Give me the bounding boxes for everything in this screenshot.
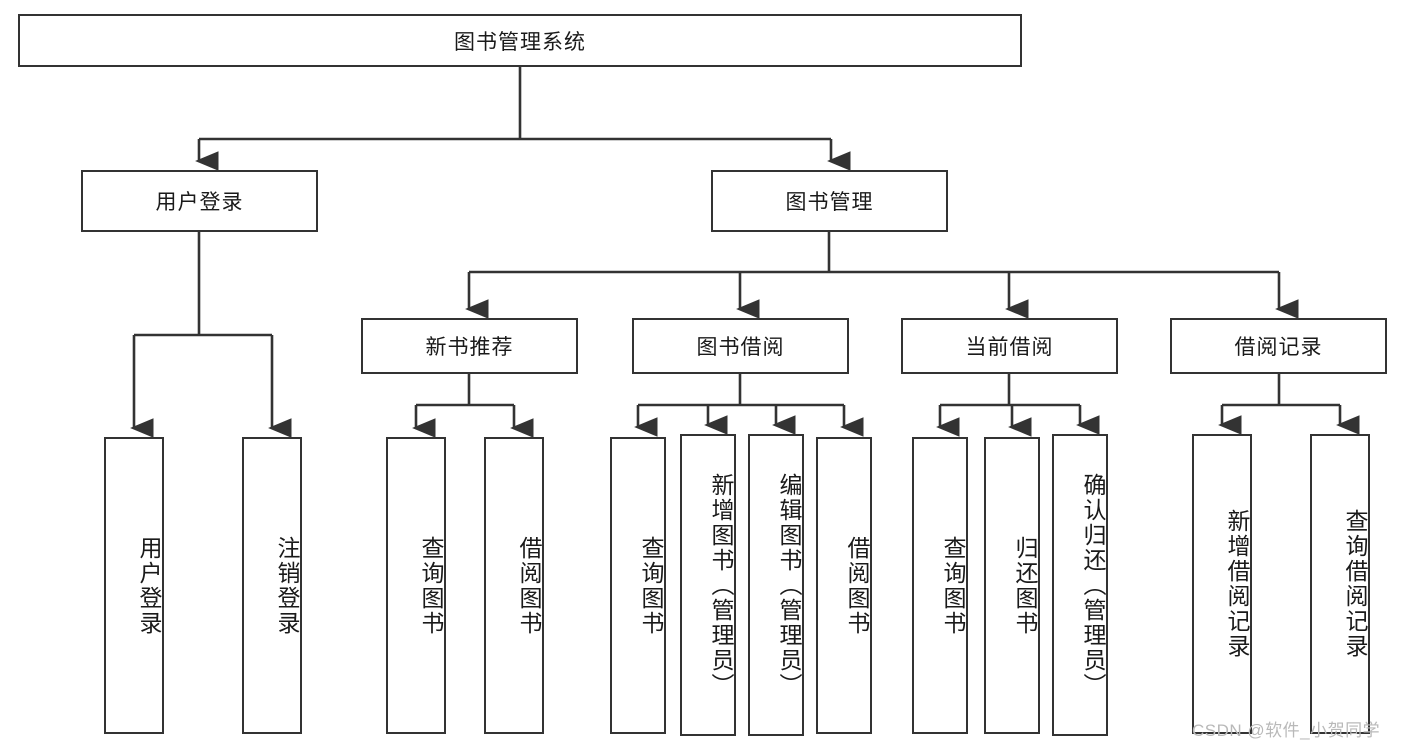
leaf-user-login-label: 用户登录: [136, 535, 162, 636]
leaf-borrow-book-label: 借阅图书: [844, 535, 870, 636]
leaf-user-login[interactable]: 用户登录: [104, 437, 164, 734]
leaf-borrow-book[interactable]: 借阅图书: [816, 437, 872, 734]
node-new-book-recommend[interactable]: 新书推荐: [361, 318, 578, 374]
leaf-query-book-current-label: 查询图书: [940, 535, 966, 636]
node-book-borrow-label: 图书借阅: [696, 336, 785, 359]
node-root-label: 图书管理系统: [454, 30, 586, 54]
leaf-query-book-newbook[interactable]: 查询图书: [386, 437, 446, 734]
leaf-confirm-return-admin-label: 确认归还（管理员）: [1080, 472, 1106, 698]
node-book-management-label: 图书管理: [785, 191, 874, 214]
node-borrow-record-label: 借阅记录: [1234, 336, 1323, 359]
node-book-borrow[interactable]: 图书借阅: [632, 318, 849, 374]
leaf-user-logout-label: 注销登录: [274, 535, 300, 636]
leaf-add-book-admin[interactable]: 新增图书（管理员）: [680, 434, 736, 736]
leaf-confirm-return-admin[interactable]: 确认归还（管理员）: [1052, 434, 1108, 736]
leaf-add-borrow-record-label: 新增借阅记录: [1224, 509, 1250, 659]
leaf-query-book-borrow[interactable]: 查询图书: [610, 437, 666, 734]
leaf-borrow-book-newbook-label: 借阅图书: [516, 535, 542, 636]
node-user-login[interactable]: 用户登录: [81, 170, 318, 232]
leaf-query-book-borrow-label: 查询图书: [638, 535, 664, 636]
csdn-watermark-text: CSDN @软件_小贺同学: [1192, 721, 1381, 740]
node-root[interactable]: 图书管理系统: [18, 14, 1022, 67]
leaf-query-book-newbook-label: 查询图书: [418, 535, 444, 636]
node-book-management[interactable]: 图书管理: [711, 170, 948, 232]
node-current-borrow-label: 当前借阅: [965, 336, 1054, 359]
leaf-user-logout[interactable]: 注销登录: [242, 437, 302, 734]
leaf-edit-book-admin[interactable]: 编辑图书（管理员）: [748, 434, 804, 736]
leaf-edit-book-admin-label: 编辑图书（管理员）: [776, 472, 802, 698]
leaf-query-borrow-record[interactable]: 查询借阅记录: [1310, 434, 1370, 734]
node-new-book-recommend-label: 新书推荐: [425, 336, 514, 359]
leaf-return-book[interactable]: 归还图书: [984, 437, 1040, 734]
node-user-login-label: 用户登录: [155, 191, 244, 214]
leaf-add-borrow-record[interactable]: 新增借阅记录: [1192, 434, 1252, 734]
leaf-borrow-book-newbook[interactable]: 借阅图书: [484, 437, 544, 734]
leaf-add-book-admin-label: 新增图书（管理员）: [708, 472, 734, 698]
leaf-query-borrow-record-label: 查询借阅记录: [1342, 509, 1368, 659]
node-current-borrow[interactable]: 当前借阅: [901, 318, 1118, 374]
node-borrow-record[interactable]: 借阅记录: [1170, 318, 1387, 374]
leaf-query-book-current[interactable]: 查询图书: [912, 437, 968, 734]
csdn-watermark: CSDN @软件_小贺同学: [1192, 716, 1380, 741]
leaf-return-book-label: 归还图书: [1012, 535, 1038, 636]
